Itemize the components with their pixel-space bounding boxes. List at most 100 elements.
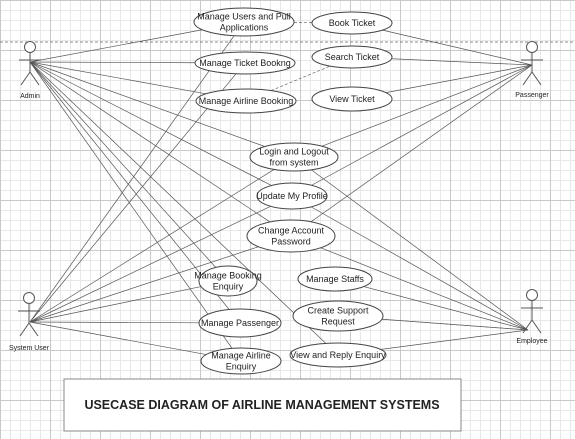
association-admin-manage_passenger [29,61,230,310]
actor-head-icon [24,41,36,53]
association-admin-manage_booking_enquiry [29,61,216,268]
use-case-label: Manage Ticket Bookng [199,58,291,68]
association-admin-update_profile [29,61,272,186]
actor-system-user: System User [9,292,50,352]
association-admin-manage_airline_booking [29,61,207,95]
association-admin-view_reply_enquiry [29,61,327,344]
use-case-label: Manage Passenger [201,318,279,328]
association-passenger-search_ticket [391,58,533,66]
use-case-label: View and Reply Enquiry [290,350,386,360]
association-system_user-change_password [29,246,259,323]
diagram-title-text: USECASE DIAGRAM OF AIRLINE MANAGEMENT SY… [84,398,439,412]
use-case-label: Enquiry [213,282,244,292]
association-passenger-book_ticket [382,29,533,66]
use-case-label: Book Ticket [329,18,376,28]
association-system_user-manage_ticket_booking [29,73,237,323]
actor-label: Passenger [515,92,549,99]
use-case-label: from system [269,158,318,168]
use-case-oval [311,11,393,35]
associations-layer [29,22,533,355]
actor-admin: Admin [19,41,41,100]
use-case-oval [200,347,282,375]
use-case-oval [256,182,328,210]
actor-employee: Employee [516,289,548,345]
use-case-label: Search Ticket [325,52,380,62]
use-case-label: Enquiry [226,362,257,372]
association-passenger-login_logout [321,64,533,147]
use-case-label: Update My Profile [256,191,328,201]
use-cases-layer: Manage Users and PullApplicationsManage … [193,7,393,375]
association-system_user-login_logout [29,169,275,323]
association-employee-manage_staffs [363,286,529,331]
use-case-update-profile: Update My Profile [256,182,328,210]
actor-left-leg [20,71,31,86]
use-case-label: Applications [220,23,269,33]
use-case-oval [292,300,384,332]
association-system_user-manage_passenger [29,321,200,324]
use-case-manage-airline-booking: Manage Airline Booking [195,88,297,114]
use-case-oval [198,265,258,297]
association-passenger-update_profile [311,64,533,186]
association-admin-manage_users [29,29,203,63]
dashed-link-manage_airline_booking-search_ticket [270,65,331,91]
actor-right-leg [531,319,542,334]
association-employee-update_profile [310,206,529,331]
use-case-label: Manage Airline [211,351,271,361]
use-case-oval [195,88,297,114]
use-case-label: Password [271,237,311,247]
association-admin-manage_airline_enquiry [29,61,233,349]
use-case-label: Manage Users and Pull [197,12,291,22]
actor-right-leg [28,322,39,337]
use-case-manage-passenger: Manage Passenger [198,308,282,338]
actor-head-icon [23,292,35,304]
use-case-oval [194,51,296,75]
association-passenger-view_ticket [385,64,533,93]
use-case-label: Manage Airline Booking [199,96,294,106]
use-case-book-ticket: Book Ticket [311,11,393,35]
association-system_user-manage_users [29,35,235,323]
actor-right-leg [29,71,40,86]
association-passenger-change_password [310,64,533,223]
use-case-label: Manage Booking [194,271,262,281]
association-system_user-update_profile [29,205,271,323]
actor-label: Employee [516,338,547,345]
use-case-label: Change Account [258,226,325,236]
association-system_user-manage_airline_enquiry [29,321,207,355]
use-case-view-ticket: View Ticket [311,86,393,112]
association-employee-change_password [320,247,529,331]
actor-left-leg [522,319,533,334]
use-case-search-ticket: Search Ticket [311,45,393,69]
use-case-manage-staffs: Manage Staffs [297,266,373,292]
association-admin-change_password [29,61,271,223]
actor-head-icon [526,41,538,53]
use-case-label: Request [321,317,355,327]
use-case-label: Create Support [307,306,369,316]
use-case-oval [246,219,336,253]
use-case-view-reply-enquiry: View and Reply Enquiry [289,342,387,368]
actor-left-leg [19,322,30,337]
use-case-manage-ticket-booking: Manage Ticket Bookng [194,51,296,75]
use-case-oval [193,7,295,37]
association-employee-login_logout [311,169,529,331]
use-case-oval [297,266,373,292]
actor-label: System User [9,345,50,352]
association-admin-login_logout [29,61,265,147]
use-case-oval [249,142,339,172]
dashed-link-employee-create_support_request [381,318,529,331]
association-system_user-manage_booking_enquiry [29,286,202,323]
association-employee-view_reply_enquiry [380,329,529,350]
actor-head-icon [526,289,538,301]
use-case-label: Manage Staffs [306,274,364,284]
diagram-title: USECASE DIAGRAM OF AIRLINE MANAGEMENT SY… [63,378,462,432]
use-case-oval [311,86,393,112]
actor-right-leg [531,71,542,86]
use-case-oval [289,342,387,368]
actor-passenger: Passenger [515,41,549,99]
